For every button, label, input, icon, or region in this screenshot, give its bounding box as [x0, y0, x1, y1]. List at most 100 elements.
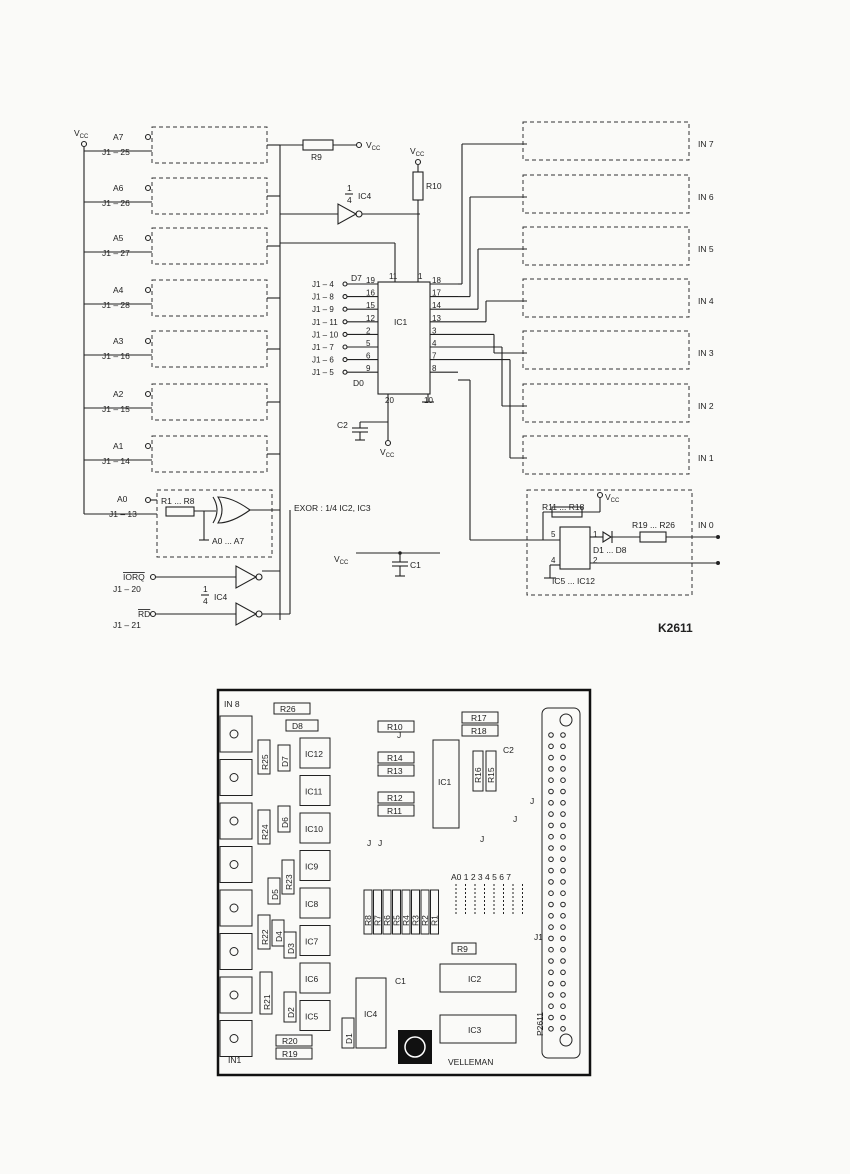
r9-resistor: [302, 139, 334, 151]
input-block-in4: [522, 278, 690, 318]
svg-text:IC4: IC4: [364, 1009, 378, 1019]
input-block-in2: [522, 383, 690, 423]
svg-text:4: 4: [551, 556, 556, 565]
input-label: IN 1: [698, 453, 714, 463]
addr-pin-a6: J1 – 26: [102, 198, 130, 208]
svg-text:J: J: [480, 834, 484, 844]
ic1-out-pin: 7: [432, 352, 437, 361]
data-pin-label: J1 – 6: [312, 356, 334, 365]
comparator-block-a6: [151, 177, 268, 215]
svg-text:5: 5: [551, 530, 556, 539]
vcc-label-left: VCC: [74, 128, 89, 140]
input-block-in5: [522, 226, 690, 266]
input-label: IN 3: [698, 348, 714, 358]
pcb-ic1: [432, 739, 460, 829]
ic1-out-pin: 17: [432, 289, 441, 298]
terminal-block: [219, 933, 253, 970]
comparator-block-a4: [151, 279, 268, 317]
c1-label: C1: [410, 560, 421, 570]
ic1-pin-number: 15: [366, 301, 375, 310]
input-label: IN 2: [698, 401, 714, 411]
pcb-d4-label: D4: [274, 931, 284, 942]
d0-label: D0: [353, 378, 364, 388]
pcb-rpack-label: R5: [392, 915, 402, 926]
terminal-block: [219, 846, 253, 883]
exor-block-outline: [156, 489, 273, 558]
svg-text:J: J: [513, 814, 517, 824]
pcb-r20-label: R20: [282, 1036, 298, 1046]
svg-text:R16: R16: [473, 767, 483, 783]
addr-label-a0: A0: [117, 494, 128, 504]
data-pin-label: J1 – 10: [312, 330, 339, 339]
comparator-block-a3: [151, 330, 268, 368]
pcb-opto-ic: [299, 775, 331, 806]
pcb-outline: [216, 688, 592, 1077]
svg-text:4: 4: [347, 195, 352, 205]
input-label: IN 7: [698, 139, 714, 149]
svg-text:IC5 ... IC12: IC5 ... IC12: [552, 576, 595, 586]
svg-text:4: 4: [203, 596, 208, 606]
pcb-in8-label: IN 8: [224, 699, 240, 709]
addr-label-a5: A5: [113, 233, 124, 243]
svg-text:11: 11: [389, 272, 398, 281]
pcb-r26-label: R26: [280, 704, 296, 714]
data-pin-label: J1 – 8: [312, 293, 334, 302]
svg-text:R17: R17: [471, 713, 487, 723]
svg-text:A0 ... A7: A0 ... A7: [212, 536, 244, 546]
r1-r8-resistor: [165, 506, 195, 517]
svg-text:R11 ... R18: R11 ... R18: [542, 502, 585, 512]
ic4-label-top: IC4: [358, 191, 372, 201]
pcb-opto-ic: [299, 850, 331, 881]
terminal-block: [219, 889, 253, 927]
svg-text:C1: C1: [395, 976, 406, 986]
addr-label-a2: A2: [113, 389, 124, 399]
pcb-d7-label: D7: [280, 756, 290, 767]
svg-text:IC5: IC5: [305, 1012, 319, 1022]
pcb-r19-label: R19: [282, 1049, 298, 1059]
pcb-d3-label: D3: [286, 943, 296, 954]
c2-label: C2: [337, 420, 348, 430]
pcb-opto-ic: [299, 962, 331, 994]
terminal-block: [219, 976, 253, 1014]
addr-label-a6: A6: [113, 183, 124, 193]
pcb-rpack-label: R3: [411, 915, 421, 926]
pcb-opto-ic: [299, 887, 331, 919]
terminal-block: [219, 759, 253, 796]
opto-ic5-ic12: [559, 526, 591, 570]
pcb-board-code: P2611: [535, 1012, 545, 1036]
svg-text:20: 20: [385, 396, 394, 405]
addr-label-a3: A3: [113, 336, 124, 346]
r11-r18-resistor: [551, 506, 583, 518]
input-opto-rows: IN 7IN 6IN 5IN 4IN 3IN 2IN 1: [522, 121, 714, 475]
svg-text:R13: R13: [387, 766, 403, 776]
velleman-brand: VELLEMAN: [448, 1057, 493, 1067]
svg-text:J1: J1: [534, 932, 543, 942]
comparator-block-a5: [151, 227, 268, 265]
pcb-j1-connector: [541, 707, 581, 1059]
input-block-in3: [522, 330, 690, 370]
pcb-d6-label: D6: [280, 817, 290, 828]
input-block-in6: [522, 174, 690, 214]
svg-text:R1 ... R8: R1 ... R8: [161, 496, 195, 506]
svg-text:IC3: IC3: [468, 1025, 482, 1035]
vcc-label-r9: VCC: [366, 140, 381, 152]
ic1-out-pin: 13: [432, 314, 441, 323]
iorq-label: IORQ: [123, 572, 145, 582]
vcc-label-ic1: VCC: [380, 447, 395, 459]
ic1-pin-number: 6: [366, 352, 371, 361]
data-pin-label: J1 – 11: [312, 318, 338, 327]
input-block-in1: [522, 435, 690, 475]
data-pin-label: J1 – 9: [312, 305, 334, 314]
pcb-in1-label: IN1: [228, 1055, 242, 1065]
svg-text:R18: R18: [471, 726, 487, 736]
vcc-label-opto: VCC: [605, 492, 620, 504]
input-block-in7: [522, 121, 690, 161]
pcb-rpack-label: R7: [373, 915, 383, 926]
svg-text:R14: R14: [387, 753, 403, 763]
addr-label-a7: A7: [113, 132, 124, 142]
ic1-out-pin: 14: [432, 301, 441, 310]
svg-text:IC7: IC7: [305, 937, 319, 947]
svg-text:D1 ... D8: D1 ... D8: [593, 545, 627, 555]
pcb-opto-ic: [299, 1000, 331, 1031]
